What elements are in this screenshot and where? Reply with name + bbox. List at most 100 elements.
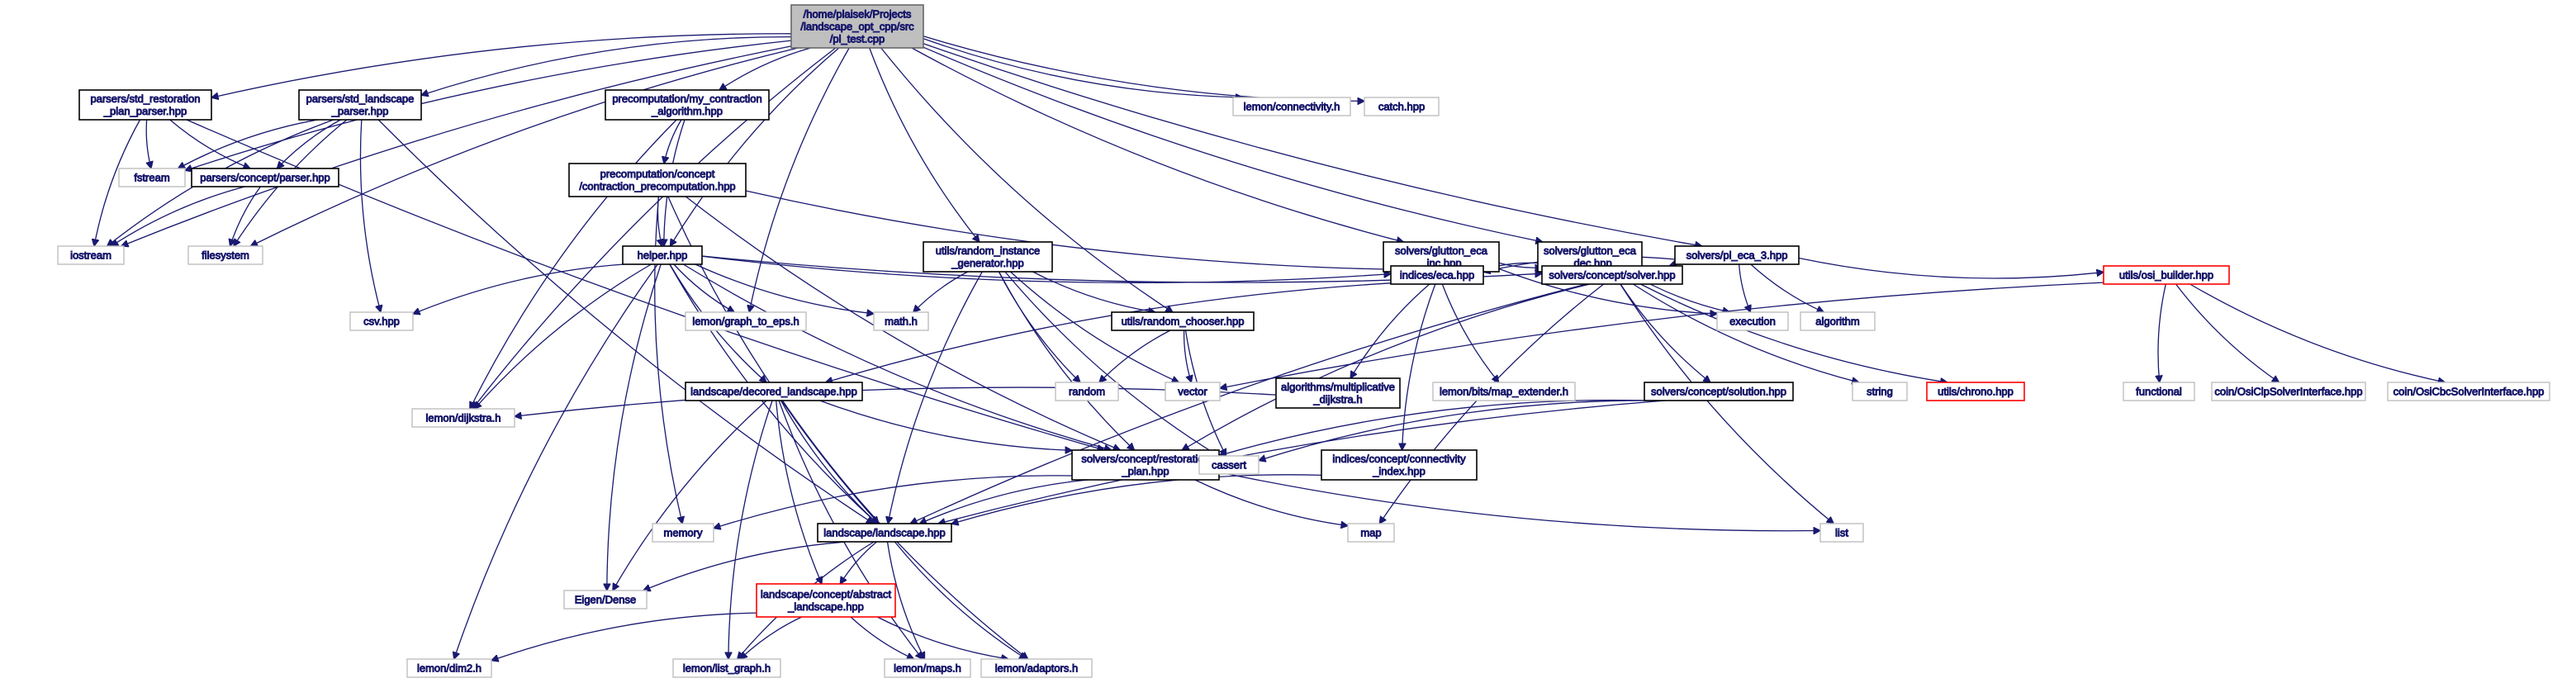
edge-helper-to-csv bbox=[413, 263, 624, 314]
node-label-concept_solution: solvers/concept/solution.hpp bbox=[1651, 386, 1786, 398]
node-box-my_contraction bbox=[605, 89, 770, 121]
node-label-list_graph: lemon/list_graph.h bbox=[683, 662, 771, 675]
node-label-catch: catch.hpp bbox=[1378, 101, 1425, 113]
edge-helper-to-dim2 bbox=[454, 263, 658, 659]
node-std_land_parser[interactable]: parsers/std_landscape_parser.hpp bbox=[298, 89, 422, 121]
edge-random_instance-to-math bbox=[913, 271, 969, 312]
edge-indices_eca-to-decored_landscape bbox=[826, 282, 1392, 382]
node-label-connectivity_h: lemon/connectivity.h bbox=[1244, 101, 1340, 113]
node-graph_to_eps: lemon/graph_to_eps.h bbox=[685, 311, 807, 331]
node-label-concept_solver: solvers/concept/solver.hpp bbox=[1549, 269, 1675, 282]
node-label-contraction_precomp: precomputation/concept bbox=[600, 168, 715, 180]
edge-std_land_parser-to-concept_parser bbox=[277, 119, 341, 168]
node-concept_parser[interactable]: parsers/concept/parser.hpp bbox=[191, 168, 339, 187]
node-box-map bbox=[1347, 523, 1395, 543]
edge-pl_eca_3-to-execution bbox=[1738, 263, 1751, 312]
node-helper[interactable]: helper.hpp bbox=[622, 245, 703, 265]
node-dijkstra: lemon/dijkstra.h bbox=[411, 408, 515, 428]
node-chrono[interactable]: utils/chrono.hpp bbox=[1926, 382, 2025, 401]
node-box-abstract_landscape bbox=[756, 583, 896, 618]
node-connectivity_index[interactable]: indices/concept/connectivity_index.hpp bbox=[1321, 449, 1478, 481]
node-string: string bbox=[1852, 382, 1908, 401]
edge-helper-to-landscape bbox=[669, 263, 877, 524]
node-indices_eca[interactable]: indices/eca.hpp bbox=[1390, 265, 1484, 285]
edge-concept_parser-to-iostream bbox=[111, 186, 245, 246]
edge-random_instance-to-vector bbox=[1009, 271, 1179, 382]
node-pl_eca_3[interactable]: solvers/pl_eca_3.hpp bbox=[1674, 245, 1800, 265]
node-label-random_chooser: utils/random_chooser.hpp bbox=[1122, 315, 1245, 328]
node-box-landscape bbox=[817, 523, 952, 543]
node-label-dijkstra: lemon/dijkstra.h bbox=[425, 412, 500, 425]
node-label-chrono: utils/chrono.hpp bbox=[1938, 386, 2014, 398]
edge-concept_solver-to-landscape bbox=[910, 283, 1587, 524]
edge-std_rest_parser-to-concept_parser bbox=[169, 119, 250, 168]
node-box-helper bbox=[622, 245, 703, 265]
edge-root-to-std_rest_parser bbox=[211, 33, 792, 97]
node-label-contraction_precomp: /contraction_precomputation.hpp bbox=[579, 180, 735, 192]
node-label-std_land_parser: _parser.hpp bbox=[331, 105, 389, 117]
edge-root-to-connectivity_h bbox=[923, 38, 1242, 97]
node-restoration_plan[interactable]: solvers/concept/restoration_plan.hpp bbox=[1071, 449, 1220, 481]
node-my_contraction[interactable]: precomputation/my_contraction_algorithm.… bbox=[605, 89, 770, 121]
edge-concept_solution-to-restoration_plan bbox=[1219, 399, 1649, 455]
node-execution: execution bbox=[1716, 311, 1789, 331]
node-label-algorithm: algorithm bbox=[1815, 315, 1859, 328]
node-label-abstract_landscape: landscape/concept/abstract bbox=[761, 588, 892, 600]
node-label-connectivity_index: indices/concept/connectivity bbox=[1332, 453, 1466, 465]
edge-landscape-to-abstract_landscape bbox=[840, 541, 877, 584]
edge-indices_eca-to-mult_dijkstra bbox=[1350, 283, 1430, 378]
edge-concept_solution-to-landscape bbox=[938, 400, 1666, 524]
edge-decored_landscape-to-landscape bbox=[780, 400, 878, 524]
edge-landscape-to-eigen bbox=[643, 541, 847, 591]
edge-root-to-iostream bbox=[121, 45, 792, 246]
node-label-mult_dijkstra: _dijkstra.h bbox=[1312, 393, 1362, 406]
edge-abstract_landscape-to-maps bbox=[850, 616, 914, 659]
node-mult_dijkstra[interactable]: algorithms/multiplicative_dijkstra.h bbox=[1275, 377, 1401, 409]
node-abstract_landscape[interactable]: landscape/concept/abstract_landscape.hpp bbox=[756, 583, 896, 618]
node-vector: vector bbox=[1165, 382, 1221, 401]
edge-landscape-to-maps bbox=[886, 541, 925, 659]
node-box-memory bbox=[652, 523, 714, 543]
node-box-filesystem bbox=[187, 245, 263, 265]
node-maps: lemon/maps.h bbox=[884, 658, 971, 678]
node-box-algorithm bbox=[1800, 311, 1876, 331]
edge-random_instance-to-cassert bbox=[1004, 271, 1218, 456]
node-map_extender: lemon/bits/map_extender.h bbox=[1432, 382, 1576, 401]
node-concept_solver[interactable]: solvers/concept/solver.hpp bbox=[1541, 265, 1683, 285]
edge-concept_solver-to-map bbox=[1379, 283, 1605, 524]
node-adaptors: lemon/adaptors.h bbox=[980, 658, 1093, 678]
node-contraction_precomp[interactable]: precomputation/concept/contraction_preco… bbox=[568, 163, 747, 197]
edge-root-to-random_chooser bbox=[880, 47, 1173, 312]
edge-root-to-catch bbox=[923, 36, 1364, 102]
node-fstream: fstream bbox=[118, 168, 186, 187]
edge-root-to-dijkstra bbox=[472, 47, 837, 409]
node-std_rest_parser[interactable]: parsers/std_restoration_plan_parser.hpp bbox=[78, 89, 212, 121]
edge-restoration_plan-to-list bbox=[1218, 472, 1820, 531]
node-label-restoration_plan: _plan.hpp bbox=[1121, 465, 1169, 477]
edge-root-to-glutton_inc bbox=[911, 47, 1404, 242]
edge-root-to-filesystem bbox=[250, 47, 799, 246]
node-box-execution bbox=[1716, 311, 1789, 331]
edge-concept_solver-to-chrono bbox=[1640, 283, 1947, 382]
node-box-list bbox=[1819, 523, 1864, 543]
node-decored_landscape[interactable]: landscape/decored_landscape.hpp bbox=[685, 382, 863, 401]
node-eigen: Eigen/Dense bbox=[563, 590, 648, 609]
node-landscape[interactable]: landscape/landscape.hpp bbox=[817, 523, 952, 543]
node-root[interactable]: /home/plaisek/Projects/landscape_opt_cpp… bbox=[790, 4, 924, 49]
node-osi_builder[interactable]: utils/osi_builder.hpp bbox=[2103, 265, 2230, 285]
node-box-osi_clp bbox=[2211, 382, 2366, 401]
node-label-concept_parser: parsers/concept/parser.hpp bbox=[200, 172, 330, 184]
edge-concept_solution-to-cassert bbox=[1259, 400, 1658, 461]
node-random_instance[interactable]: utils/random_instance_generator.hpp bbox=[923, 241, 1053, 273]
dependency-nodes: /home/plaisek/Projects/landscape_opt_cpp… bbox=[57, 4, 2550, 678]
node-map: map bbox=[1347, 523, 1395, 543]
node-box-graph_to_eps bbox=[685, 311, 807, 331]
node-random_chooser[interactable]: utils/random_chooser.hpp bbox=[1111, 311, 1255, 331]
edge-abstract_landscape-to-dim2 bbox=[491, 612, 757, 661]
node-label-random_instance: _generator.hpp bbox=[951, 257, 1023, 269]
node-box-decored_landscape bbox=[685, 382, 863, 401]
node-label-map_extender: lemon/bits/map_extender.h bbox=[1440, 386, 1568, 398]
node-concept_solution[interactable]: solvers/concept/solution.hpp bbox=[1644, 382, 1794, 401]
node-box-std_rest_parser bbox=[78, 89, 212, 121]
node-label-filesystem: filesystem bbox=[202, 249, 249, 262]
